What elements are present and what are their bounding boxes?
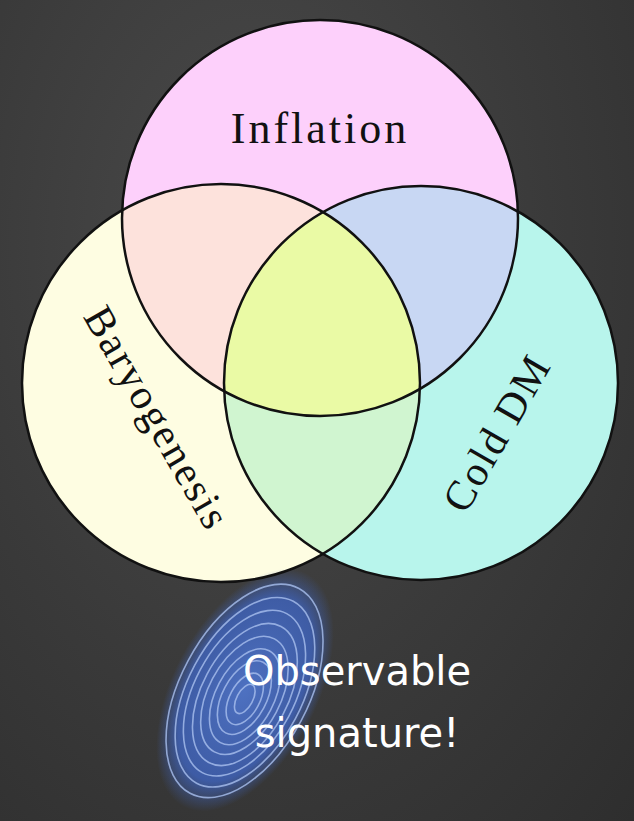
label-holder: Observable signature!: [207, 640, 507, 764]
circle-title: Inflation: [231, 103, 410, 154]
label-holder: Inflation: [231, 103, 410, 154]
label-holder: Cold DM: [433, 346, 561, 521]
baryogenesis-circle: Baryogenesis: [22, 184, 420, 582]
circle-title: Cold DM: [433, 346, 561, 521]
label-holder: Baryogenesis: [74, 298, 241, 539]
circle-outline: [224, 186, 618, 580]
circle-title: Baryogenesis: [74, 298, 241, 539]
handwritten-note: Observable signature!: [207, 640, 507, 764]
cold-dm-circle: Cold DM: [224, 186, 618, 580]
circle-outline: [122, 20, 518, 416]
inflation-circle: Inflation: [122, 20, 518, 416]
